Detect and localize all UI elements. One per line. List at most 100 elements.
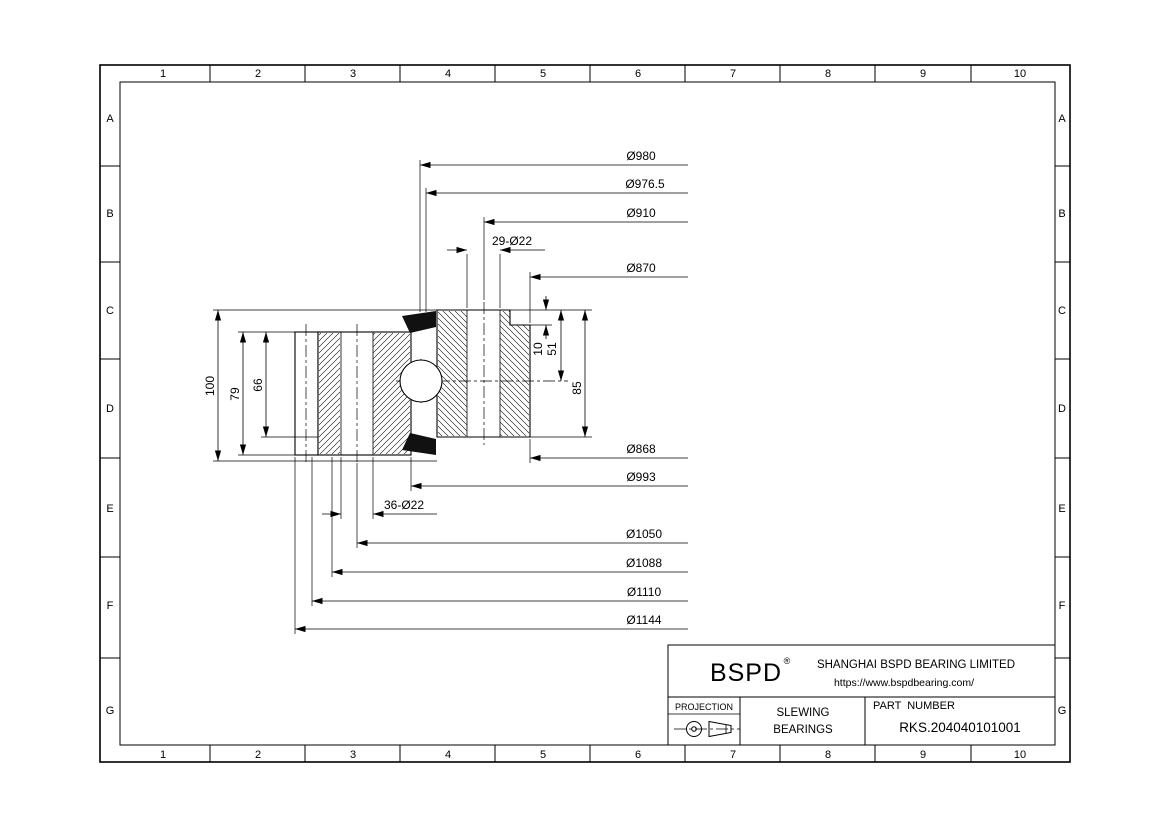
dim-h100: 100 (203, 310, 222, 461)
grid-row-label: C (1058, 305, 1066, 317)
dim-v51: 51 (545, 310, 565, 381)
seal-bottom (402, 433, 436, 455)
dim-label-d868: Ø868 (626, 442, 656, 456)
grid-row-label: G (106, 705, 115, 717)
grid-col-label: 1 (160, 749, 166, 761)
grid-row-label: F (107, 600, 114, 612)
brand-logo-text: BSPD (710, 659, 782, 687)
dim-v10: 10 (531, 296, 550, 356)
dim-label-holes-29: 29-Ø22 (492, 234, 532, 248)
grid-col-label: 4 (445, 68, 451, 80)
grid-col-label: 4 (445, 749, 451, 761)
grid-col-label: 8 (825, 68, 831, 80)
dim-v85: 85 (570, 310, 589, 437)
dim-h66: 66 (251, 332, 270, 437)
grid-col-label: 3 (350, 749, 356, 761)
grid-row-label: D (106, 403, 114, 415)
projection-cell: PROJECTION (674, 702, 740, 738)
grid-row-label: F (1059, 600, 1066, 612)
dim-d910: Ø910 (484, 206, 688, 226)
inner-border (119, 81, 1056, 746)
grid-row-label: B (1058, 208, 1065, 220)
hatch-area (319, 333, 340, 454)
part-number-value: RKS.204040101001 (899, 720, 1021, 735)
grid-col-label: 2 (255, 749, 261, 761)
dim-label-v51: 51 (545, 342, 559, 356)
grid-row-label: E (1058, 503, 1065, 515)
dim-d868: Ø868 (530, 442, 688, 462)
grid-row-label: E (106, 503, 113, 515)
seal-top (402, 311, 436, 333)
company-website: https://www.bspdbearing.com/ (834, 677, 974, 689)
dim-label-h79: 79 (228, 387, 242, 401)
dim-label-h100: 100 (203, 376, 217, 396)
plain-ring-section (436, 309, 531, 438)
product-cell: SLEWING BEARINGS (773, 707, 833, 736)
hatch-area (500, 311, 529, 436)
grid-col-label: 3 (350, 68, 356, 80)
dim-holes-29: 29-Ø22 (447, 234, 545, 254)
dim-label-v85: 85 (570, 381, 584, 395)
sheet-frame: 1 2 3 4 5 6 7 8 9 10 1 2 3 4 5 6 7 8 9 1… (99, 64, 1071, 763)
dim-label-d1088: Ø1088 (626, 556, 662, 570)
dim-d1110: Ø1110 (312, 585, 688, 605)
dim-label-d976-5: Ø976.5 (625, 177, 665, 191)
dim-h79: 79 (228, 332, 247, 455)
company-header: BSPD ® SHANGHAI BSPD BEARING LIMITED htt… (710, 656, 1015, 689)
geared-ring-section (294, 331, 412, 456)
grid-col-label: 10 (1014, 749, 1026, 761)
projection-label: PROJECTION (675, 702, 733, 712)
grid-col-label: 6 (635, 68, 641, 80)
grid-col-label: 1 (160, 68, 166, 80)
dim-label-d980: Ø980 (626, 149, 656, 163)
grid-col-label: 9 (920, 749, 926, 761)
dim-holes-36: 36-Ø22 (322, 498, 437, 518)
grid-labels: 1 2 3 4 5 6 7 8 9 10 1 2 3 4 5 6 7 8 9 1… (106, 68, 1067, 761)
dim-label-d1110: Ø1110 (627, 585, 662, 599)
grid-row-label: G (1058, 705, 1067, 717)
product-type-line1: SLEWING (776, 707, 829, 719)
gear-teeth (294, 331, 319, 456)
part-number-label: PART NUMBER (873, 700, 955, 712)
dim-d976-5: Ø976.5 (426, 177, 688, 197)
dimensions: Ø980 Ø976.5 Ø910 29-Ø22 Ø870 Ø868 Ø993 (203, 149, 688, 633)
grid-col-label: 8 (825, 749, 831, 761)
grid-col-label: 10 (1014, 68, 1026, 80)
dim-label-h66: 66 (251, 378, 265, 392)
title-block: BSPD ® SHANGHAI BSPD BEARING LIMITED htt… (667, 644, 1056, 746)
grid-col-label: 2 (255, 68, 261, 80)
dim-label-d1050: Ø1050 (626, 527, 662, 541)
part-number-cell: PART NUMBER RKS.204040101001 (873, 700, 1021, 735)
first-angle-projection-icon (674, 720, 740, 738)
dim-d993: Ø993 (411, 470, 688, 490)
bearing-ball (399, 359, 443, 403)
product-type-line2: BEARINGS (773, 724, 833, 736)
grid-row-label: B (106, 208, 113, 220)
bearing-cross-section (294, 302, 568, 463)
grid-row-label: A (1058, 113, 1066, 125)
grid-row-label: C (106, 305, 114, 317)
grid-col-label: 5 (540, 68, 546, 80)
dim-label-d993: Ø993 (626, 470, 656, 484)
registered-mark: ® (784, 656, 791, 666)
company-name: SHANGHAI BSPD BEARING LIMITED (817, 659, 1015, 671)
dim-d870: Ø870 (530, 261, 688, 281)
grid-col-label: 6 (635, 749, 641, 761)
title-block-border (667, 644, 1056, 746)
dim-d1144: Ø1144 (295, 613, 688, 633)
dim-d980: Ø980 (420, 149, 688, 169)
dim-label-v10: 10 (531, 342, 545, 356)
grid-ticks (100, 65, 1070, 762)
dim-label-d1144: Ø1144 (626, 613, 661, 627)
hatch-area (438, 311, 467, 436)
grid-col-label: 5 (540, 749, 546, 761)
grid-col-label: 9 (920, 68, 926, 80)
grid-row-label: A (106, 113, 114, 125)
grid-col-label: 7 (730, 68, 736, 80)
dim-d1050: Ø1050 (357, 527, 688, 547)
dim-label-d870: Ø870 (626, 261, 656, 275)
outer-border (99, 64, 1071, 763)
grid-col-label: 7 (730, 749, 736, 761)
